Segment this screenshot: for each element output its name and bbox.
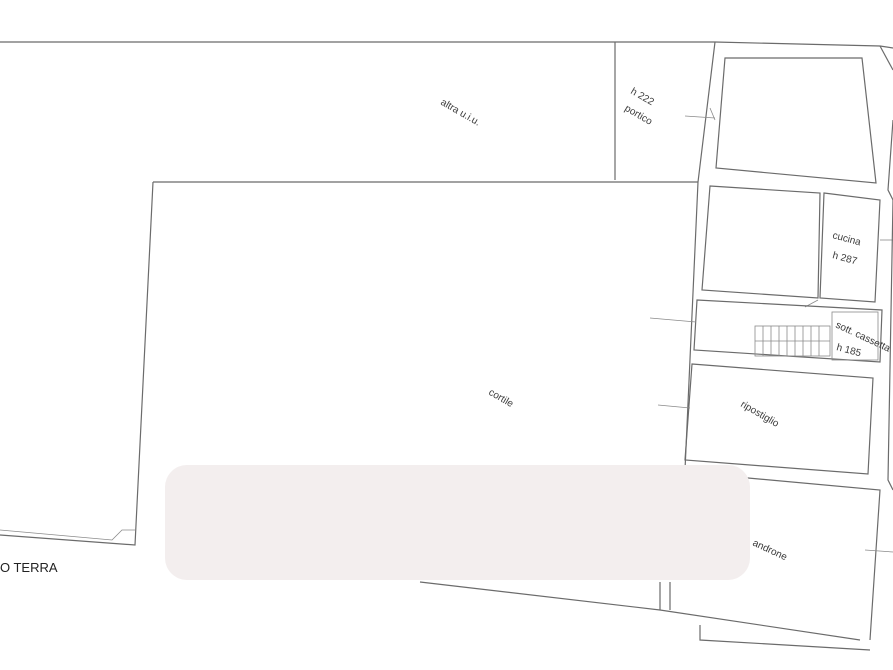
stair-steps bbox=[754, 325, 831, 357]
label-cucina-height: h 287 bbox=[831, 250, 858, 267]
walls bbox=[0, 41, 893, 651]
label-cucina: cucina bbox=[831, 230, 862, 248]
floor-name: O TERRA bbox=[0, 560, 58, 575]
label-sott-scala-height: h 185 bbox=[835, 342, 862, 359]
redacted-area bbox=[165, 465, 750, 580]
label-cortile: cortile bbox=[487, 387, 516, 410]
label-lower-room: androne bbox=[751, 538, 789, 564]
label-altra-uiu: altra u.i.u. bbox=[439, 97, 483, 128]
label-ripostiglio: ripostiglio bbox=[739, 399, 781, 430]
